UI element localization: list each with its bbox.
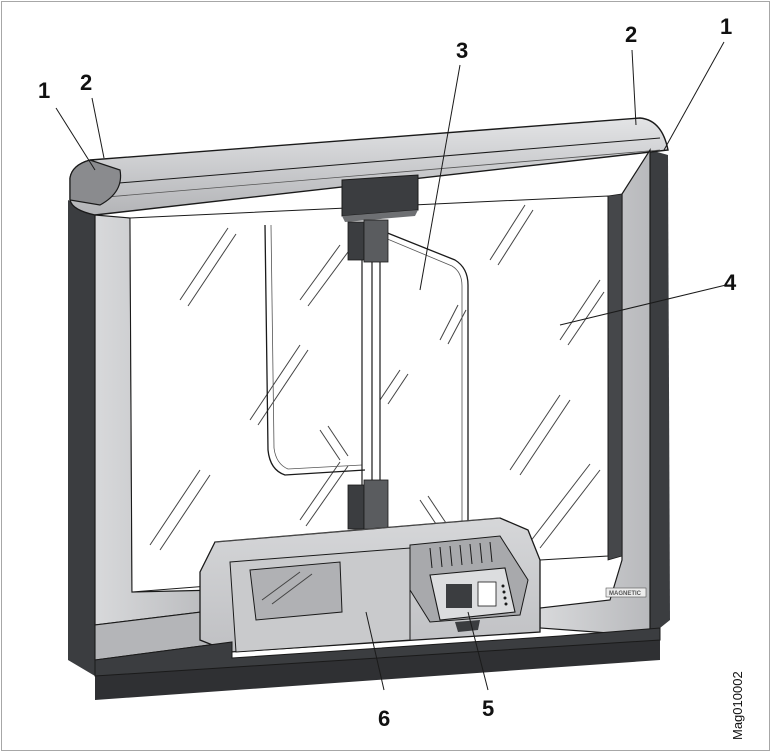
callout-2-left: 2 — [80, 70, 92, 95]
callout-3: 3 — [456, 38, 468, 63]
callout-4: 4 — [724, 270, 737, 295]
glass-reflections — [149, 204, 605, 551]
top-cover — [69, 117, 669, 216]
leader-lines — [55, 41, 727, 691]
brand-plate-text: MAGNETIC — [609, 591, 642, 597]
left-end-cap — [69, 159, 122, 206]
back-glass-panel — [129, 195, 609, 593]
callout-5: 5 — [482, 696, 494, 721]
callout-1-left: 1 — [38, 78, 50, 103]
callout-2-right: 2 — [625, 22, 637, 47]
callout-1-right: 1 — [720, 14, 732, 39]
brand-plate — [605, 587, 647, 598]
sliding-door — [264, 224, 469, 540]
callout-6: 6 — [378, 706, 390, 731]
electronics-module — [409, 535, 529, 632]
figure-id: Mag010002 — [730, 671, 745, 740]
side-frame-dark-edges — [68, 150, 670, 700]
